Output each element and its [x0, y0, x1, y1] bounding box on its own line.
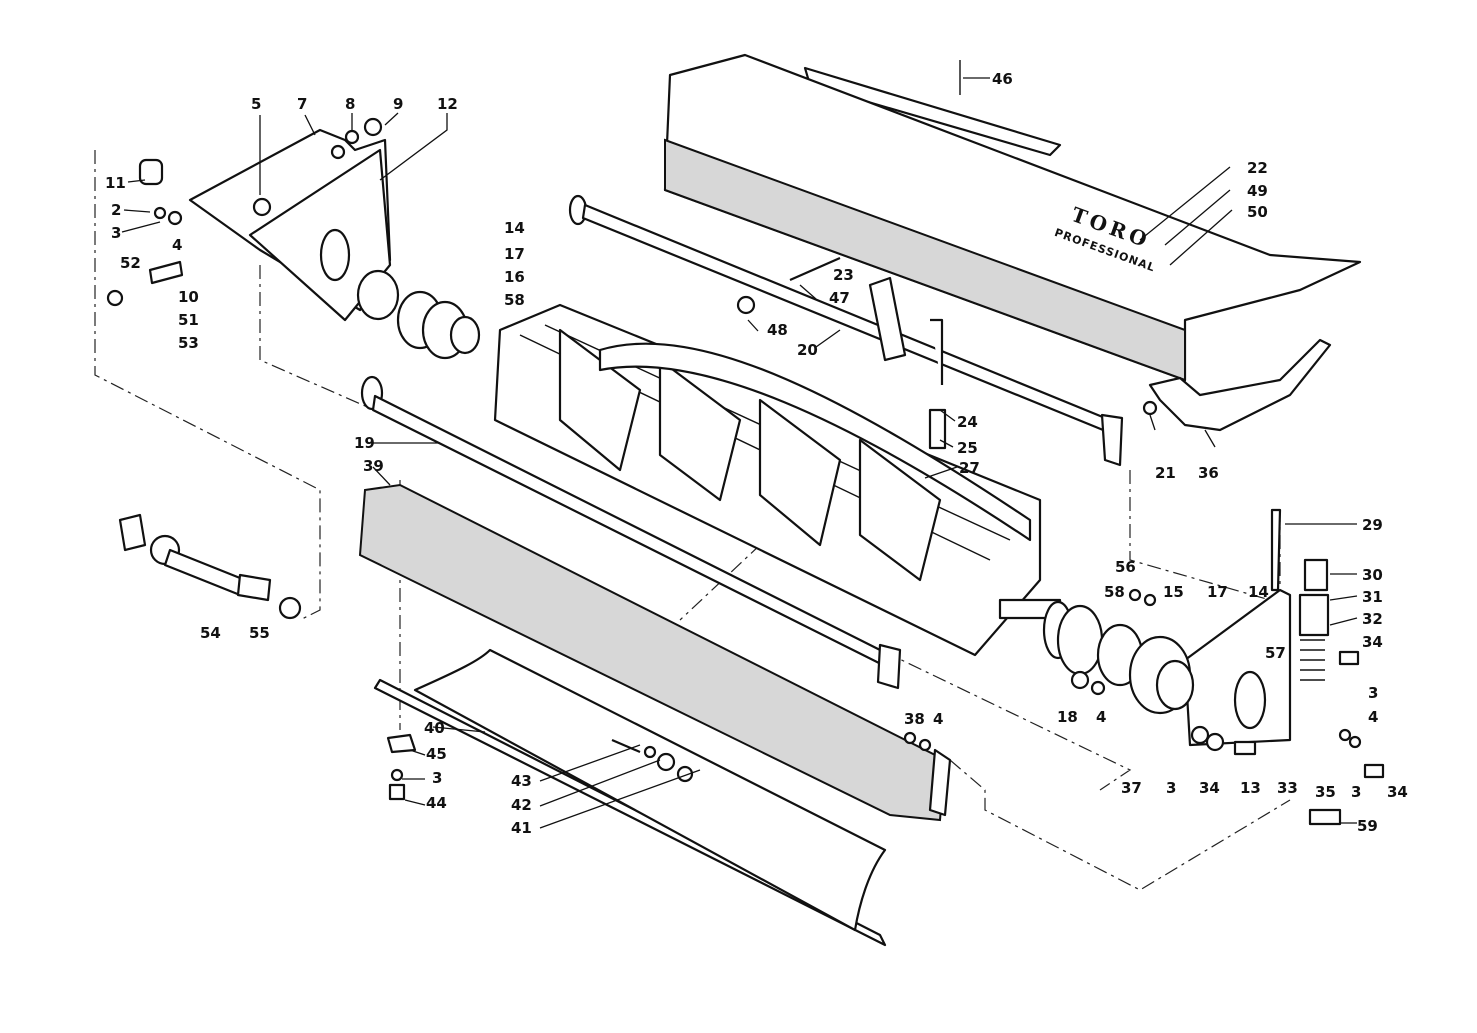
callout-19: 19	[354, 434, 375, 452]
callout-55: 55	[249, 624, 270, 642]
callout-11: 11	[105, 174, 126, 192]
callout-43: 43	[511, 772, 532, 790]
callout-30: 30	[1362, 566, 1383, 584]
left-side-plate	[188, 128, 392, 322]
callout-52: 52	[120, 254, 141, 272]
callout-42: 42	[511, 796, 532, 814]
left-bearing-stack	[356, 269, 481, 360]
callout-12: 12	[437, 95, 458, 113]
right-side-plate	[1096, 588, 1292, 747]
callout-49: 49	[1247, 182, 1268, 200]
callout-13: 13	[1240, 779, 1261, 797]
callout-27: 27	[959, 459, 980, 477]
callout-8: 8	[345, 95, 355, 113]
callout-34-b: 34	[1199, 779, 1220, 797]
callout-32: 32	[1362, 610, 1383, 628]
callout-3-left: 3	[111, 224, 121, 242]
callout-34-c: 34	[1387, 783, 1408, 801]
drive-shaft-54	[118, 513, 302, 620]
callout-3-e: 3	[432, 769, 442, 787]
callout-29: 29	[1362, 516, 1383, 534]
callout-5: 5	[251, 95, 261, 113]
cover-shield: TORO PROFESSIONAL	[663, 53, 1362, 382]
callout-46: 46	[992, 70, 1013, 88]
reel-assembly	[493, 303, 1104, 676]
leader-lines	[121, 77, 1358, 829]
callout-58-right: 58	[1104, 583, 1125, 601]
callout-labels: 46 5 7 8 9 12 11 2 3 4 52 10 51 53 14 17…	[105, 70, 1408, 837]
callout-36: 36	[1198, 464, 1219, 482]
rear-frame-arm	[1148, 338, 1332, 432]
callout-53: 53	[178, 334, 199, 352]
callout-2: 2	[111, 201, 121, 219]
callout-16: 16	[504, 268, 525, 286]
callout-31: 31	[1362, 588, 1383, 606]
callout-40: 40	[424, 719, 445, 737]
callout-50: 50	[1247, 203, 1268, 221]
callout-7: 7	[297, 95, 307, 113]
left-drive-parts	[106, 117, 383, 307]
callout-23: 23	[833, 266, 854, 284]
callout-15: 15	[1163, 583, 1184, 601]
callout-14-right: 14	[1248, 583, 1269, 601]
callout-24: 24	[957, 413, 978, 431]
callout-17-right: 17	[1207, 583, 1228, 601]
callout-47: 47	[829, 289, 850, 307]
callout-39: 39	[363, 457, 384, 475]
callout-56: 56	[1115, 558, 1136, 576]
callout-4-left: 4	[172, 236, 182, 254]
callout-3-c: 3	[1166, 779, 1176, 797]
callout-58-left: 58	[504, 291, 525, 309]
callout-34-a: 34	[1362, 633, 1383, 651]
rear-roller-rod	[568, 194, 1124, 467]
callout-25: 25	[957, 439, 978, 457]
callout-3-d: 3	[1351, 783, 1361, 801]
bottom-shield	[373, 648, 887, 947]
callout-35: 35	[1315, 783, 1336, 801]
callout-54: 54	[200, 624, 221, 642]
callout-4-c: 4	[1096, 708, 1106, 726]
callout-22: 22	[1247, 159, 1268, 177]
callout-21: 21	[1155, 464, 1176, 482]
callout-41: 41	[511, 819, 532, 837]
callout-38: 38	[904, 710, 925, 728]
small-hardware	[386, 256, 1362, 801]
callout-51: 51	[178, 311, 199, 329]
height-adjuster-parts	[1270, 508, 1385, 826]
callout-9: 9	[393, 95, 403, 113]
callout-4-b: 4	[1368, 708, 1378, 726]
callout-44: 44	[426, 794, 447, 812]
callout-3-b: 3	[1368, 684, 1378, 702]
front-roller-rod	[360, 375, 902, 690]
callout-57: 57	[1265, 644, 1286, 662]
callout-14-left: 14	[504, 219, 525, 237]
callout-37: 37	[1121, 779, 1142, 797]
callout-10: 10	[178, 288, 199, 306]
callout-4-d: 4	[933, 710, 943, 728]
callout-20: 20	[797, 341, 818, 359]
callout-48: 48	[767, 321, 788, 339]
callout-59: 59	[1357, 817, 1378, 835]
callout-17-left: 17	[504, 245, 525, 263]
callout-33: 33	[1277, 779, 1298, 797]
callout-18: 18	[1057, 708, 1078, 726]
bedknife-bar	[358, 483, 952, 822]
callout-45: 45	[426, 745, 447, 763]
